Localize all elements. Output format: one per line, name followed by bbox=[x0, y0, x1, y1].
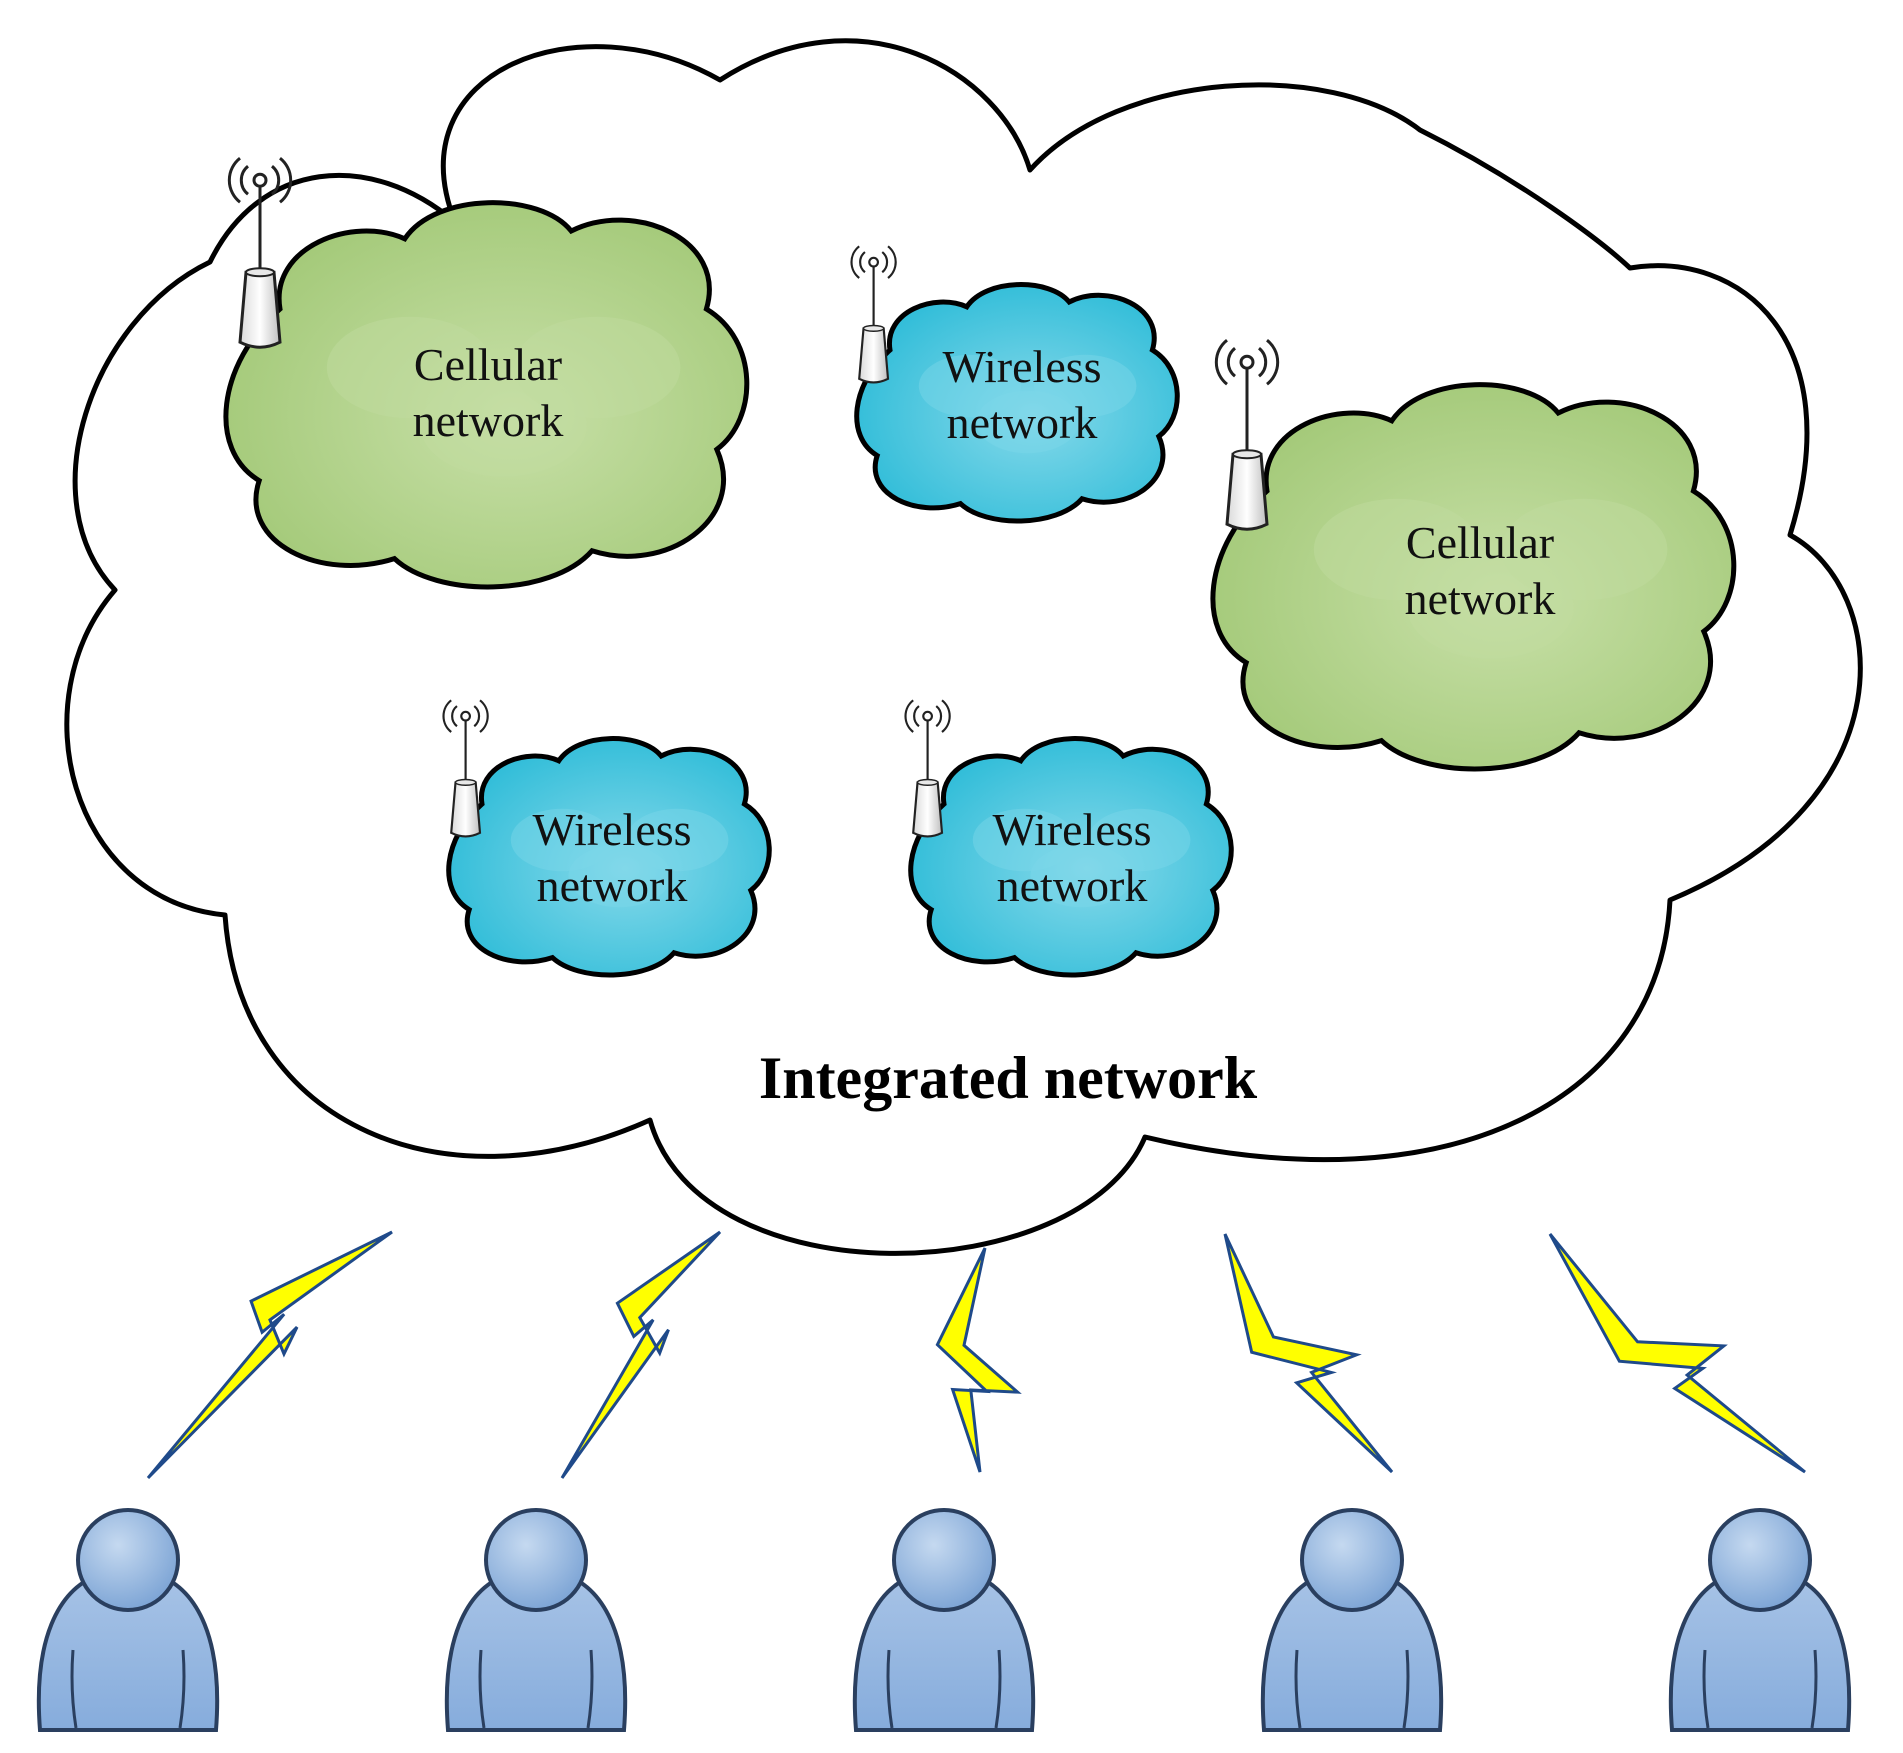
network-label-line2: network bbox=[947, 397, 1098, 448]
antenna-tower-icon bbox=[904, 699, 951, 838]
network-label-line1: Cellular bbox=[414, 339, 562, 390]
wireless-cloud bbox=[911, 739, 1232, 975]
cloud-shading bbox=[1030, 844, 1133, 908]
user-icon bbox=[1260, 1508, 1444, 1732]
wireless-links bbox=[146, 1230, 1806, 1480]
network-label-line2: network bbox=[413, 395, 564, 446]
network-label-line2: network bbox=[1405, 573, 1556, 624]
antenna-tower-icon bbox=[1214, 339, 1280, 531]
cloud-shading bbox=[420, 375, 587, 477]
wireless-cloud bbox=[857, 285, 1178, 521]
lightning-bolt-icon bbox=[146, 1230, 393, 1480]
network-label-line1: Wireless bbox=[992, 804, 1151, 855]
cloud-shading bbox=[568, 844, 671, 908]
users bbox=[36, 1508, 1852, 1732]
wireless-cloud bbox=[449, 739, 770, 975]
network-label-line2: network bbox=[997, 860, 1148, 911]
user-icon bbox=[1668, 1508, 1852, 1732]
user-head bbox=[484, 1508, 588, 1612]
cloud-shading bbox=[510, 808, 614, 872]
lightning-bolt-icon bbox=[1548, 1233, 1806, 1474]
user-icon bbox=[852, 1508, 1036, 1732]
antenna-tower-icon bbox=[442, 699, 489, 838]
network-label-line1: Wireless bbox=[942, 341, 1101, 392]
cloud-shading bbox=[972, 808, 1076, 872]
sub-networks: CellularnetworkWirelessnetworkCellularne… bbox=[226, 157, 1734, 975]
network-label-line1: Cellular bbox=[1406, 517, 1554, 568]
antenna-tower-icon bbox=[850, 245, 897, 384]
user-head bbox=[76, 1508, 180, 1612]
cloud-shading bbox=[1407, 557, 1574, 659]
user-head bbox=[1300, 1508, 1404, 1612]
user-head bbox=[1708, 1508, 1812, 1612]
cloud-shading bbox=[1088, 808, 1191, 872]
lightning-bolt-icon bbox=[560, 1230, 722, 1479]
cloud-shading bbox=[1313, 498, 1481, 601]
cellular-cloud bbox=[226, 203, 747, 587]
cellular-cloud bbox=[1213, 385, 1734, 769]
lightning-bolt-icon bbox=[1223, 1233, 1394, 1474]
network-label-line2: network bbox=[537, 860, 688, 911]
network-label-line1: Wireless bbox=[532, 804, 691, 855]
user-icon bbox=[36, 1508, 220, 1732]
cloud-shading bbox=[918, 354, 1022, 418]
user-icon bbox=[444, 1508, 628, 1732]
cloud-shading bbox=[514, 316, 681, 419]
integrated-network-label: Integrated network bbox=[759, 1045, 1258, 1111]
user-head bbox=[892, 1508, 996, 1612]
lightning-bolt-icon bbox=[935, 1247, 1022, 1473]
cloud-shading bbox=[1034, 354, 1137, 418]
cloud-shading bbox=[626, 808, 729, 872]
cloud-shading bbox=[1501, 498, 1668, 601]
cloud-shading bbox=[326, 316, 494, 419]
antenna-tower-icon bbox=[227, 157, 293, 349]
cloud-shading bbox=[976, 390, 1079, 454]
